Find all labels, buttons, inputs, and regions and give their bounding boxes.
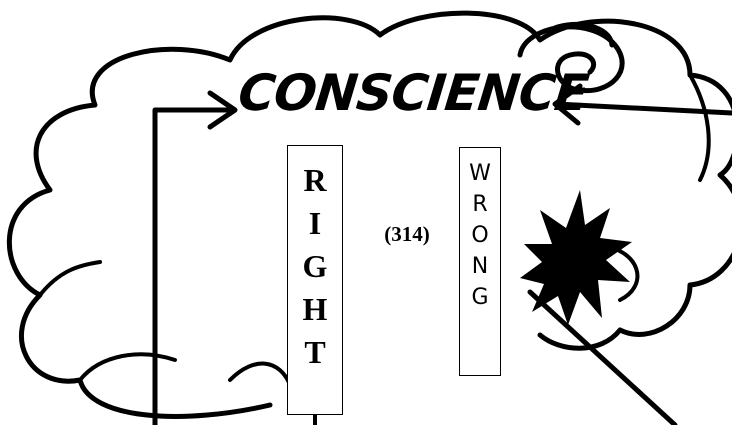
right-letter: I <box>308 205 322 241</box>
wrong-letter: R <box>472 192 488 217</box>
wrong-letter: O <box>471 223 489 248</box>
page-title: CONSCIENCE <box>235 64 591 122</box>
cloud-inner-curve <box>228 361 292 387</box>
diagonal-line <box>527 289 678 425</box>
right-arrow <box>552 83 732 126</box>
wrong-column-box: W R O N G <box>459 147 501 376</box>
cloud-inner-curve <box>38 260 102 297</box>
wrong-letter: N <box>471 254 489 279</box>
right-column-box: R I G H T <box>287 145 343 415</box>
spiral-icon <box>517 21 625 94</box>
right-letter: H <box>302 291 328 327</box>
starburst-icon <box>520 190 632 325</box>
wrong-letters: W R O N G <box>460 148 500 313</box>
cloud-inner-curve <box>688 73 711 182</box>
right-letter: R <box>303 162 327 198</box>
wrong-letter: W <box>469 161 491 186</box>
right-letter: T <box>304 334 326 370</box>
left-arrow <box>152 90 238 425</box>
right-letter: G <box>302 248 328 284</box>
right-letters: R I G H T <box>288 146 342 371</box>
cloud-inner-curve <box>78 352 177 382</box>
wrong-letter: G <box>471 285 489 310</box>
figure-number: (314) <box>384 222 430 246</box>
